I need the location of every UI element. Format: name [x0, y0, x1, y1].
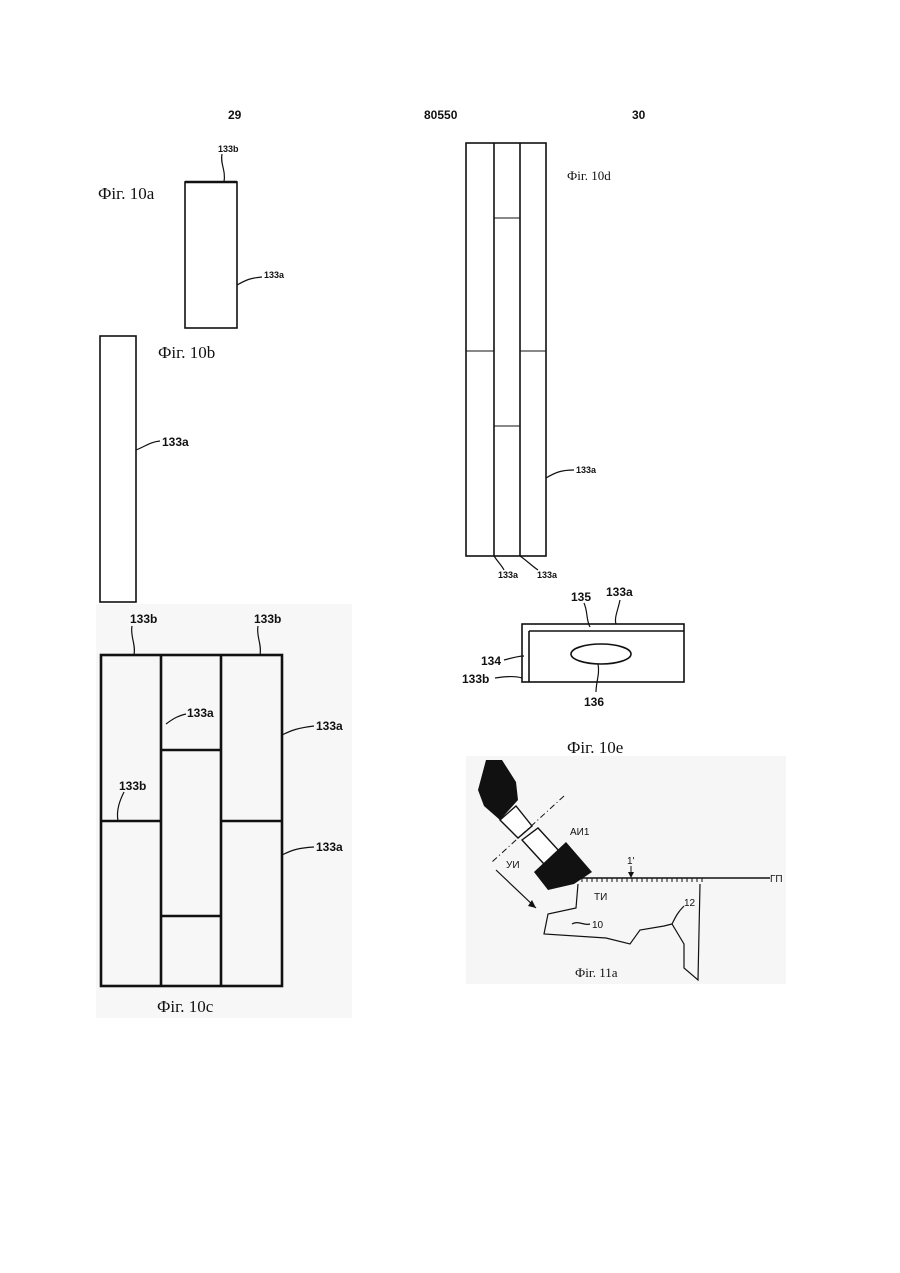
- leader-136: [596, 664, 599, 692]
- label-10: 10: [592, 920, 604, 931]
- page-number-left: 29: [228, 108, 242, 122]
- figure-10c: 133b 133b 133a 133a 133b 133a Фіг. 10c: [96, 604, 352, 1018]
- label-133b-right: 133b: [254, 612, 281, 626]
- label-ti: ТИ: [594, 892, 607, 903]
- document-number: 80550: [424, 108, 458, 122]
- label-12: 12: [684, 898, 696, 909]
- figure-10a: 133b 133a Фіг. 10a: [98, 144, 285, 328]
- panel-outline: [466, 143, 546, 556]
- label-133a-bottom-right: 133a: [537, 570, 558, 580]
- block-133a: [100, 336, 136, 602]
- caption-fig-10b: Фіг. 10b: [158, 343, 215, 362]
- figure-10d: 133a 133a 133a Фіг. 10d: [466, 143, 611, 580]
- panel-section: [522, 624, 684, 682]
- caption-fig-10a: Фіг. 10a: [98, 184, 155, 203]
- caption-fig-10e: Фіг. 10e: [567, 738, 623, 757]
- leader-133a: [615, 600, 620, 624]
- label-133a: 133a: [162, 435, 189, 449]
- label-133a-side: 133a: [576, 465, 597, 475]
- leader-133b: [495, 677, 522, 679]
- figure-11a: АИ1 1' ГП УИ ТИ 10 12 Фіг. 11a: [466, 756, 786, 984]
- leader-133a: [237, 277, 262, 285]
- leader-133a-bottom-left: [494, 556, 504, 570]
- figure-10b: 133a Фіг. 10b: [100, 336, 215, 602]
- label-133a-center: 133a: [187, 706, 214, 720]
- page-number-right: 30: [632, 108, 646, 122]
- leader-133a-side: [546, 470, 574, 478]
- label-1prime: 1': [627, 856, 635, 867]
- label-133a: 133a: [264, 270, 285, 280]
- label-133a-bottom-left: 133a: [498, 570, 519, 580]
- caption-fig-10c: Фіг. 10c: [157, 997, 214, 1016]
- leader-133a: [136, 441, 160, 450]
- cavity-136: [571, 644, 631, 664]
- label-134: 134: [481, 654, 501, 668]
- label-133a: 133a: [606, 585, 633, 599]
- label-gp: ГП: [770, 874, 783, 885]
- figure-10e: 135 133a 134 133b 136 Фіг. 10e: [462, 585, 684, 757]
- leader-133a-bottom-right: [520, 556, 538, 570]
- label-133a-mid: 133a: [316, 840, 343, 854]
- caption-fig-11a: Фіг. 11a: [575, 965, 618, 980]
- label-ai1: АИ1: [570, 827, 590, 838]
- label-133a-right: 133a: [316, 719, 343, 733]
- label-133b: 133b: [462, 672, 489, 686]
- leader-134: [504, 656, 524, 660]
- label-133b: 133b: [218, 144, 239, 154]
- label-135: 135: [571, 590, 591, 604]
- label-133b-left: 133b: [130, 612, 157, 626]
- label-yi: УИ: [506, 860, 520, 871]
- caption-fig-10d: Фіг. 10d: [567, 168, 611, 183]
- scan-shade: [96, 604, 352, 1018]
- block-133a: [185, 182, 237, 328]
- label-133b-mid: 133b: [119, 779, 146, 793]
- label-136: 136: [584, 695, 604, 709]
- leader-133b: [222, 154, 225, 182]
